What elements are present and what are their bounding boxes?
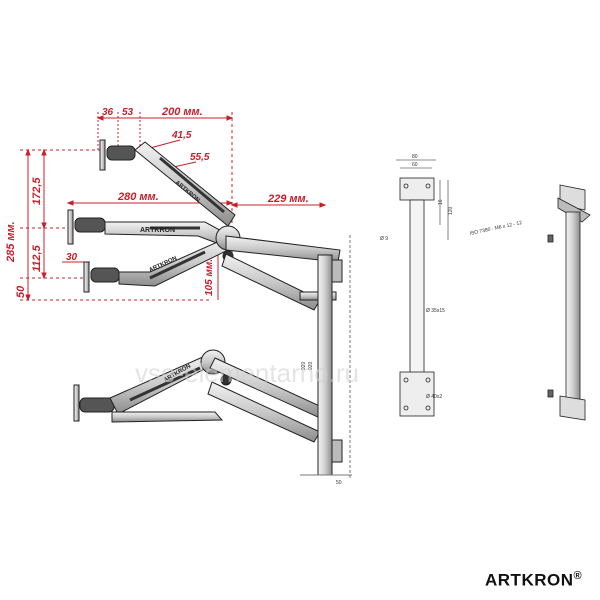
pole-width-label: 50	[336, 480, 342, 486]
dim-105: 105 мм.	[204, 259, 215, 296]
dim-53: 53	[122, 107, 134, 118]
rail-h120: 120	[448, 206, 454, 215]
dim-229: 229 мм.	[267, 193, 309, 205]
dim-30: 30	[66, 252, 78, 263]
rail-h16: 16	[438, 199, 444, 205]
pole-len-label-2: 920	[308, 361, 314, 370]
dim-50: 50	[15, 285, 27, 298]
pole-len-label-1: 920	[301, 361, 307, 370]
rail-d35: Ø 35x15	[426, 308, 445, 314]
brand-name: ARTKRON	[485, 570, 574, 590]
dim-41-5: 41,5	[171, 130, 192, 141]
rail-w80: 80	[412, 154, 418, 160]
brand-logo: ARTKRON®	[485, 570, 582, 591]
watermark-text: vse-elementarno.ru	[135, 358, 359, 388]
dim-280: 280 мм.	[117, 191, 159, 203]
rail-3d	[547, 184, 591, 421]
arm-assembly-top	[67, 139, 341, 311]
dim-200: 200 мм.	[161, 106, 203, 118]
dim-172-5: 172,5	[31, 177, 43, 205]
dim-55-5: 55,5	[190, 152, 210, 163]
dim-36: 36	[102, 107, 114, 118]
rail-d9: Ø 9	[380, 236, 388, 242]
dim-285: 285 мм.	[5, 221, 17, 263]
wall-pole	[300, 235, 352, 480]
dim-112-5: 112,5	[31, 244, 43, 272]
arm-assembly-bottom	[73, 349, 325, 443]
rail-w60: 60	[412, 162, 418, 168]
registered-mark: ®	[573, 570, 583, 582]
rail-d40: Ø 40x2	[426, 394, 442, 400]
screw-note: ISO 7380 - M6 x 12 - 12	[469, 220, 523, 237]
arm-label-2: ARTKRON	[140, 227, 175, 234]
rail-drawing	[396, 159, 449, 417]
